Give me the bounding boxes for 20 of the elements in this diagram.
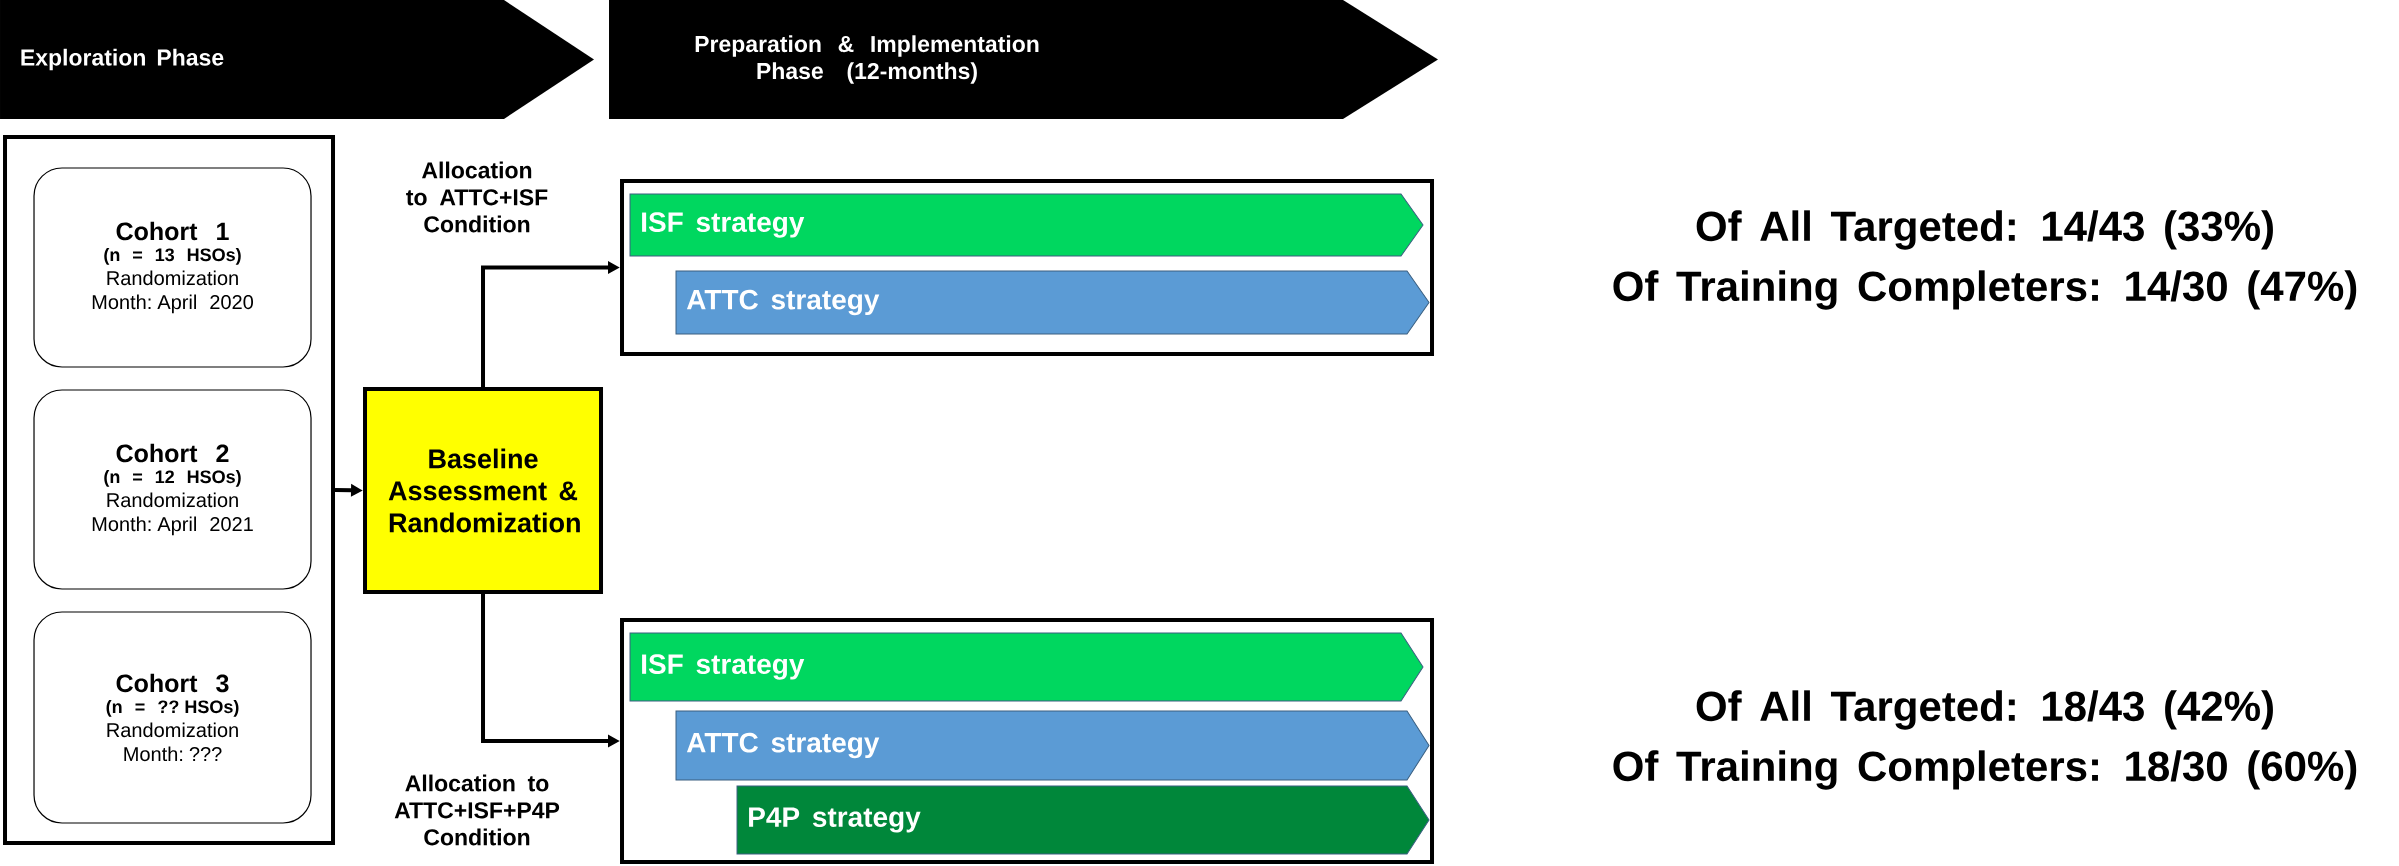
cohort-box: Cohort 2 (n = 12 HSOs) Randomization Month: April 2021 — [33, 389, 312, 590]
result-text: Of Training Completers: 18/30 (60%) — [1613, 750, 2357, 790]
edge-label: Allocation to ATTC+ISF+P4P Condition — [385, 772, 569, 848]
result-text: Of All Targeted: 18/43 (42%) — [1696, 690, 2273, 730]
result-text: Of All Targeted: 14/43 (33%) — [1696, 210, 2273, 250]
strategy-bar: P4P strategy — [736, 785, 1430, 855]
strategy-bar: ATTC strategy — [675, 270, 1430, 335]
strategy-bar: ISF strategy — [629, 632, 1424, 702]
group-box — [3, 135, 335, 845]
strategy-bar: ATTC strategy — [675, 710, 1430, 781]
phase-banner: Exploration Phase — [0, 0, 594, 119]
cohort-box: Cohort 3 (n = ?? HSOs) Randomization Month: ??? — [33, 611, 312, 824]
process-box: Baseline Assessment & Randomization — [363, 387, 603, 594]
result-text: Of Training Completers: 14/30 (47%) — [1613, 270, 2357, 310]
group-box — [620, 618, 1434, 864]
phase-banner: Preparation & Implementation Phase (12-months) — [609, 0, 1438, 119]
cohort-box: Cohort 1 (n = 13 HSOs) Randomization Month: April 2020 — [33, 167, 312, 368]
strategy-bar: ISF strategy — [629, 193, 1424, 257]
group-box — [620, 179, 1434, 356]
edge-label: Allocation to ATTC+ISF Condition — [385, 159, 569, 235]
